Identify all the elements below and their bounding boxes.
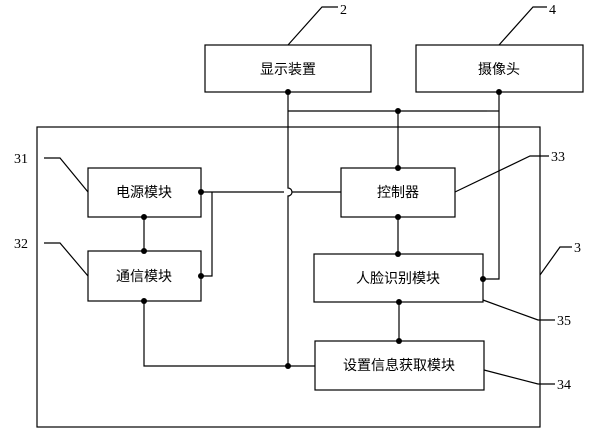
comm-module-label: 通信模块 [116,269,172,285]
display-device-block: 显示装置 [204,44,372,93]
ref-display: 2 [340,3,347,18]
controller-label: 控制器 [377,185,419,201]
camera-block: 摄像头 [415,44,584,93]
power-module-block: 电源模块 [87,167,202,218]
reference-numerals: 2 4 3 31 32 33 35 34 [14,3,581,393]
ref-housing: 3 [574,241,581,256]
leader-comm [44,242,89,277]
comm-module-block: 通信模块 [87,250,202,302]
connection-wires [143,92,500,367]
camera-to-face-wire [483,92,500,280]
face-recognition-module-block: 人脸识别模块 [313,253,484,303]
ref-comm: 32 [14,237,28,252]
leader-face [482,299,555,321]
settings-info-module-block: 设置信息获取模块 [314,340,485,391]
power-module-label: 电源模块 [116,185,172,201]
comm-to-settings-wire [143,301,288,367]
ref-settings: 34 [557,378,571,393]
reference-leaders [44,6,572,385]
ref-camera: 4 [549,3,556,18]
display-to-settings-wire [287,92,315,367]
ref-controller: 33 [551,150,565,165]
leader-camera [498,6,547,46]
display-device-label: 显示装置 [260,62,316,78]
leader-display [287,6,338,46]
camera-label: 摄像头 [478,62,520,78]
controller-block: 控制器 [340,167,456,218]
ref-face: 35 [557,314,571,329]
leader-power [44,157,89,193]
junction-dots [141,89,502,369]
leader-controller [454,155,549,193]
leader-settings [483,369,555,385]
face-recognition-module-label: 人脸识别模块 [356,271,440,287]
leader-housing [539,246,572,276]
power-branch-to-comm-wire [201,192,213,277]
settings-info-module-label: 设置信息获取模块 [343,357,455,374]
ref-power: 31 [14,152,28,167]
